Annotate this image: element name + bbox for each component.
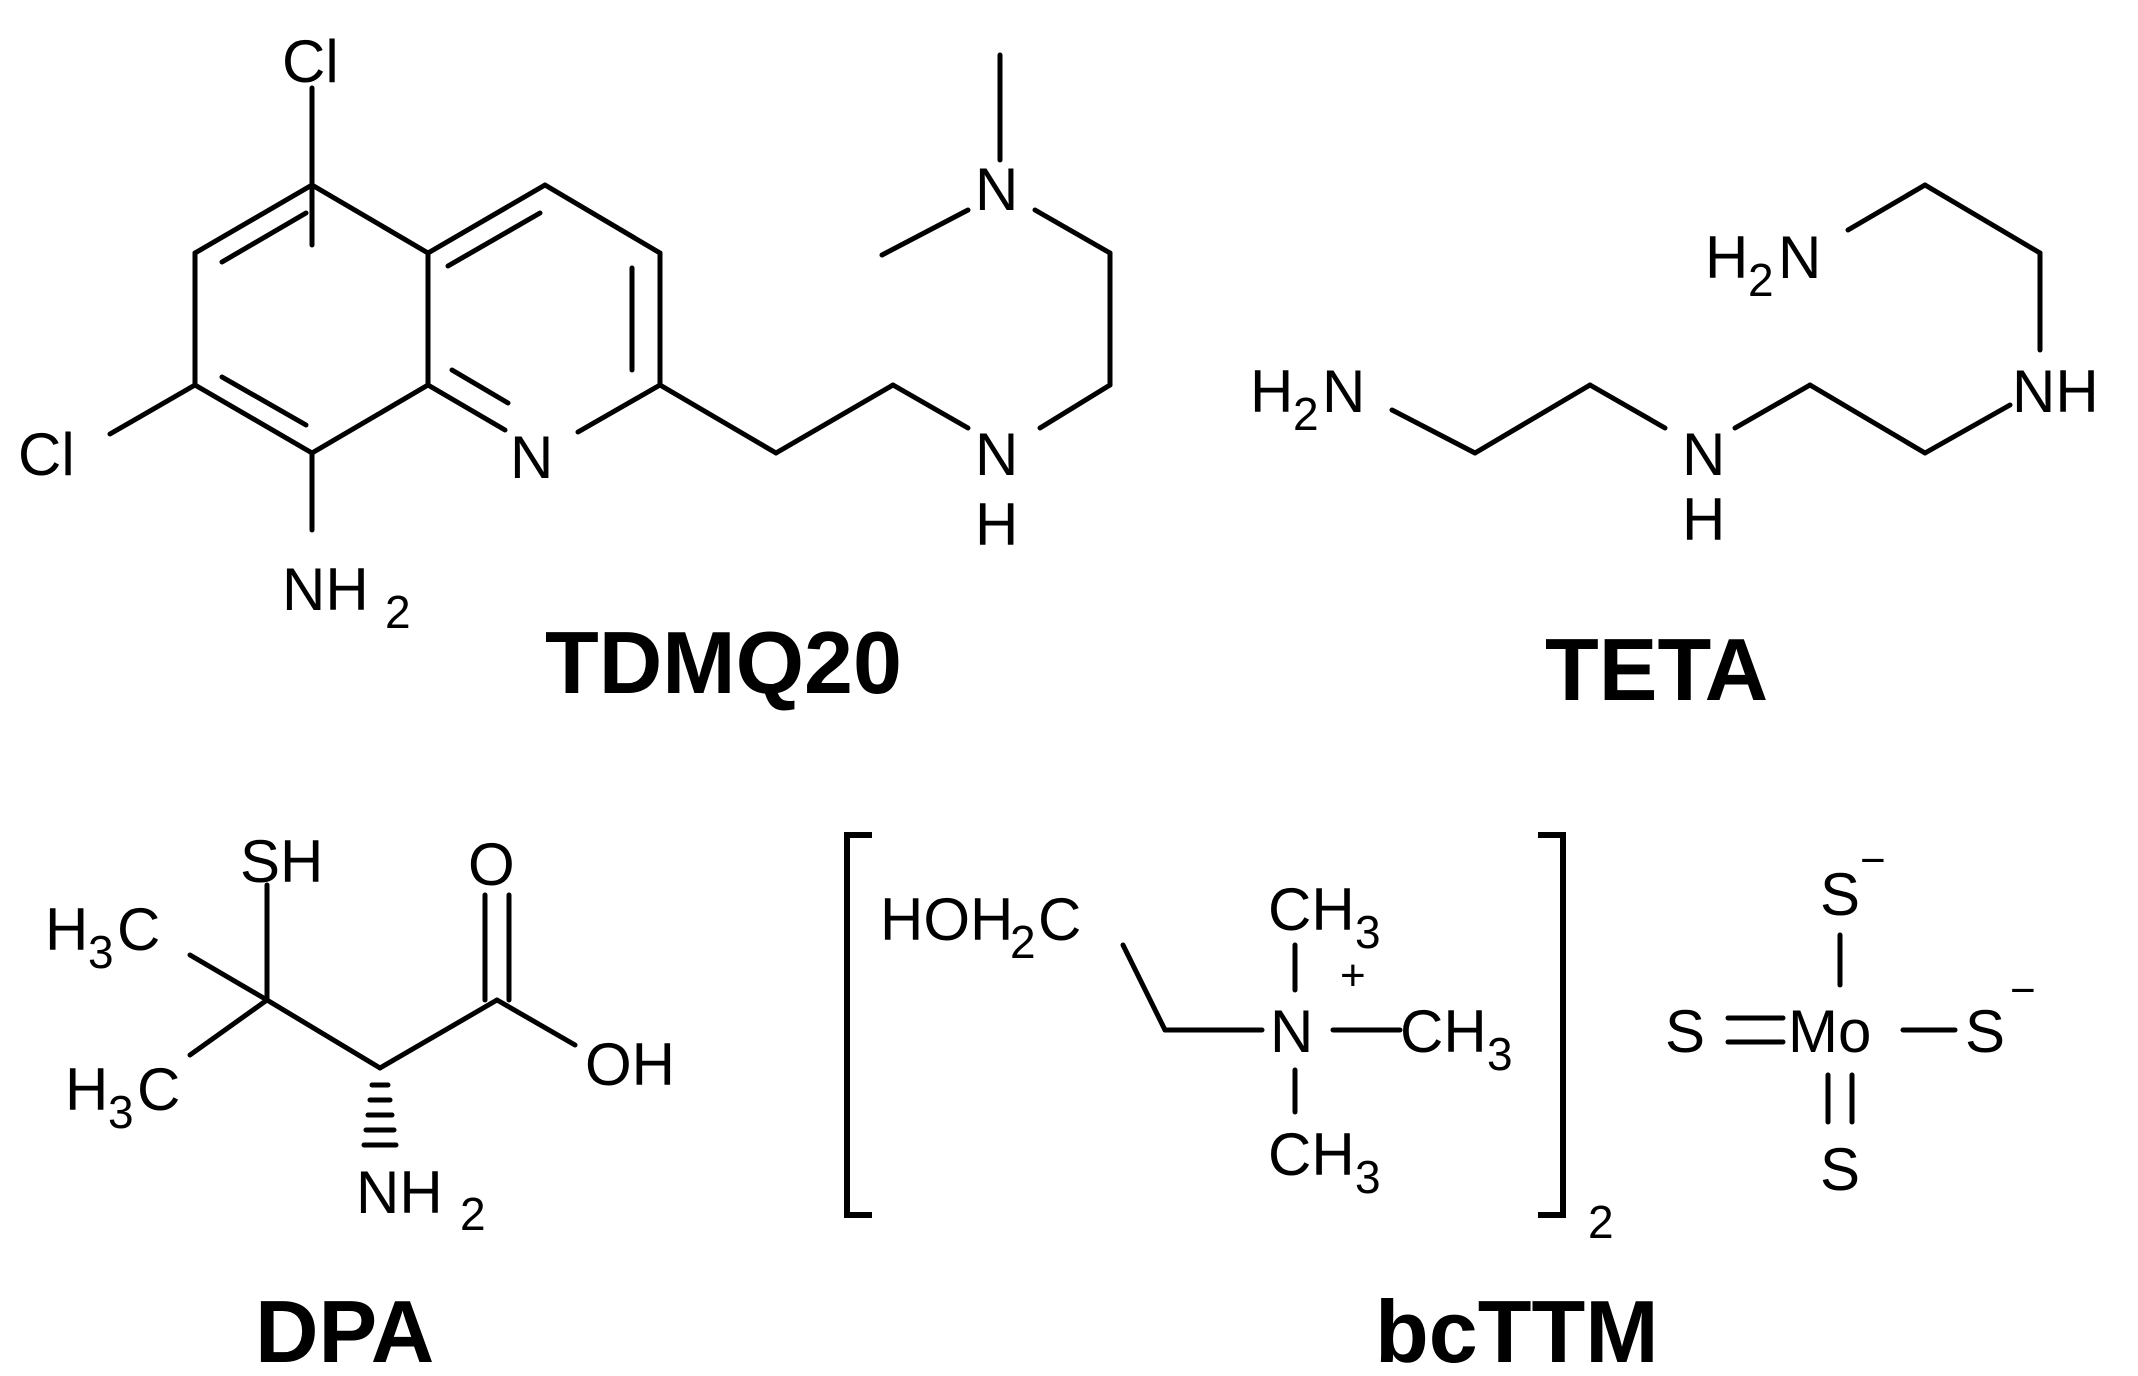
atom-label: S [1665,998,1705,1065]
bond [1472,382,1593,456]
bond [425,182,548,256]
bond [879,207,971,258]
bond [1587,382,1668,431]
charge-label: − [2010,966,2036,1015]
bond [187,952,270,1003]
atom-label: N [1322,358,1365,425]
bond [1807,382,1928,456]
bond [1922,182,2043,256]
tdmq20-structure: Cl Cl N NH 2 N N H TDMQ20 [18,28,1113,712]
bracket-subscript: 2 [1588,1196,1614,1248]
atom-label: N [1270,998,1313,1065]
bond [449,367,511,406]
compound-name-teta: TETA [1545,620,1768,719]
bond [192,382,315,456]
atom-label: H [1705,224,1748,291]
atom-label: N [1778,224,1821,291]
bond [773,382,896,456]
bond [219,210,309,265]
compound-name-dpa: DPA [255,1282,434,1376]
atom-label: OH [585,1031,675,1098]
compound-name-bcttm: bcTTM [1375,1282,1659,1376]
atom-label: SH [240,828,323,895]
bcttm-structure: 2 HOH 2 C CH 3 N + CH 3 CH 3 S − S Mo S … [844,832,2036,1376]
atom-subscript: 2 [1010,916,1036,968]
atom-label: N [510,424,553,491]
bond [1120,942,1168,1033]
atom-label: H [1682,486,1725,553]
bond [1037,382,1113,431]
bond [425,382,508,433]
right-bracket [1538,832,1566,1218]
charge-label: + [1340,951,1366,1000]
bond [219,374,309,428]
left-bracket [844,832,872,1218]
atom-label: H [975,491,1018,558]
teta-structure: H 2 N NH H 2 N N H TETA [1250,182,2099,719]
atom-label: C [1038,886,1081,953]
bond [309,382,431,456]
atom-label: O [468,831,515,898]
bond [107,382,198,437]
atom-label: NH [356,1159,443,1226]
atom-label: CH [1268,876,1355,943]
atom-label: C [117,896,160,963]
bond [890,382,971,431]
atom-label: Mo [1788,998,1871,1065]
bond [1732,382,1813,431]
atom-subscript: 2 [1748,254,1774,306]
atom-label: CH [1268,1121,1355,1188]
compound-name-tdmq20: TDMQ20 [545,613,902,712]
atom-label: N [975,421,1018,488]
bond [192,182,315,256]
atom-label: CH [1400,998,1487,1065]
bond [575,382,663,435]
atom-label: HOH [880,886,1013,953]
atom-label: C [137,1056,180,1123]
dpa-structure: SH O H 3 C H 3 C OH NH 2 DPA [45,828,675,1376]
bond [1032,207,1113,256]
atom-label: Cl [282,28,339,95]
bond [377,997,500,1071]
bond [445,210,543,269]
atom-label: Cl [18,421,75,488]
atom-subscript: 2 [385,586,411,638]
atom-subscript: 2 [1293,388,1319,440]
atom-subscript: 3 [1355,1151,1381,1203]
atom-label: NH [282,556,369,623]
bond [1389,407,1478,456]
bond [494,997,578,1048]
atom-label: H [45,896,88,963]
atom-label: S [1965,998,2005,1065]
atom-label: H [1250,358,1293,425]
atom-label: S [1820,1136,1860,1203]
atom-subscript: 3 [1355,906,1381,958]
charge-label: − [1860,836,1886,885]
bond [1922,402,2013,456]
bond [264,997,383,1071]
bond [657,382,779,456]
atom-subscript: 2 [460,1188,486,1240]
atom-label: S [1820,861,1860,928]
atom-label: H [65,1056,108,1123]
bond [542,182,663,256]
atom-subscript: 3 [108,1086,134,1138]
atom-subscript: 3 [1487,1028,1513,1080]
bond [309,182,431,256]
atom-subscript: 3 [88,926,114,978]
bond [1845,182,1928,233]
atom-label: N [975,156,1018,223]
atom-label: NH [2012,358,2099,425]
bond [187,997,270,1058]
atom-label: N [1682,421,1725,488]
